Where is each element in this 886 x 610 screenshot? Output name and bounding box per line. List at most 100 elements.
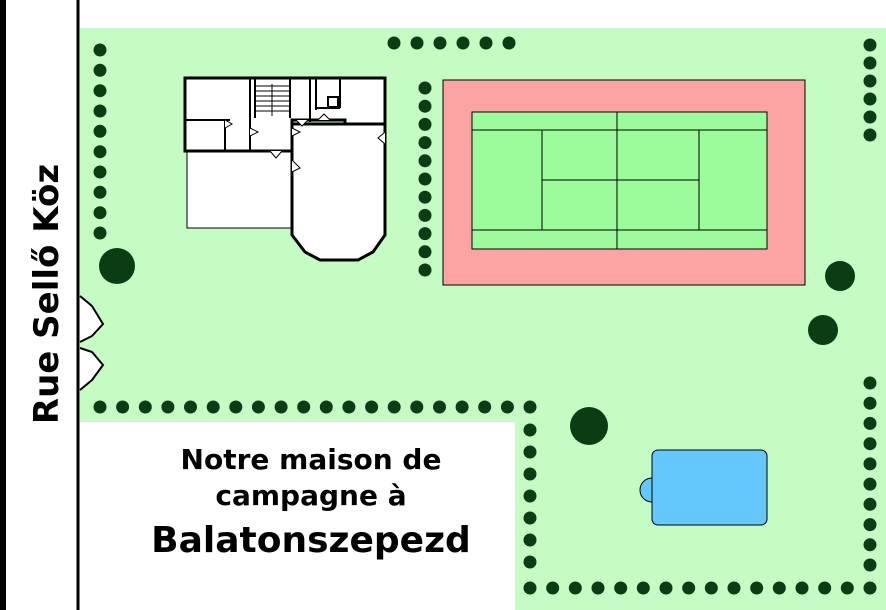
hedge-bush-icon [523, 423, 537, 437]
hedge-bush-icon [93, 104, 107, 118]
hedge-bush-icon [523, 400, 537, 414]
hedge-bush-icon [418, 227, 432, 241]
hedge-bush-icon [319, 400, 333, 414]
hedge-bush-icon [523, 445, 537, 459]
hedge-bush-icon [727, 581, 741, 595]
hedge-bush-icon [863, 74, 877, 88]
hedge-bush-icon [418, 81, 432, 95]
hedge-bush-icon [418, 263, 432, 277]
hedge-bush-icon [523, 581, 537, 595]
hedge-bush-icon [229, 400, 243, 414]
hedge-bush-icon [523, 489, 537, 503]
hedge-bush-icon [418, 172, 432, 186]
hedge-bush-icon [138, 400, 152, 414]
hedge-bush-icon [523, 511, 537, 525]
hedge-bush-icon [455, 400, 469, 414]
hedge-bush-icon [93, 84, 107, 98]
hedge-bush-icon [387, 36, 401, 50]
street-label: Rue Sellő Köz [27, 164, 67, 424]
hedge-bush-icon [418, 154, 432, 168]
hedge-bush-icon [591, 581, 605, 595]
hedge-bush-icon [93, 43, 107, 57]
hedge-bush-icon [433, 400, 446, 414]
hedge-bush-icon [418, 245, 432, 259]
hedge-bush-icon [418, 208, 432, 222]
hedge-bush-icon [863, 38, 877, 52]
hedge-bush-icon [251, 400, 265, 414]
hedge-bush-icon [418, 117, 432, 131]
hedge-bush-icon [274, 400, 288, 414]
gate-icon [79, 295, 105, 343]
hedge-bush-icon [502, 36, 516, 50]
caption-line-2: campagne à [215, 479, 406, 512]
hedge-bush-icon [772, 581, 786, 595]
house-floorplan-icon [183, 76, 387, 262]
hedge-bush-icon [863, 558, 877, 572]
tree-icon [825, 261, 855, 291]
hedge-bush-icon [93, 165, 107, 179]
hedge-bush-icon [184, 400, 197, 414]
hedge-bush-icon [116, 400, 130, 414]
hedge-bush-icon [523, 467, 537, 481]
hedge-bush-icon [704, 581, 718, 595]
hedge-bush-icon [93, 185, 107, 199]
hedge-bush-icon [297, 400, 311, 414]
hedge-bush-icon [818, 581, 832, 595]
hedge-bush-icon [418, 190, 432, 204]
hedge-bush-icon [863, 518, 877, 532]
hedge-bush-icon [795, 581, 809, 595]
hedge-bush-icon [568, 581, 582, 595]
hedge-bush-icon [863, 457, 877, 471]
hedge-bush-icon [433, 36, 447, 50]
hedge-bush-icon [93, 63, 107, 77]
hedge-bush-icon [410, 400, 424, 414]
hedge-bush-icon [93, 145, 107, 159]
hedge-bush-icon [456, 36, 470, 50]
hedge-bush-icon [863, 396, 877, 410]
hedge-bush-icon [682, 581, 696, 595]
swimming-pool-icon [639, 449, 768, 526]
caption-line-1: Notre maison de [181, 443, 442, 476]
hedge-bush-icon [750, 581, 764, 595]
hedge-bush-icon [863, 416, 877, 430]
hedge-bush-icon [93, 226, 107, 240]
hedge-bush-icon [479, 36, 493, 50]
hedge-bush-icon [863, 92, 877, 106]
hedge-bush-icon [840, 581, 854, 595]
hedge-bush-icon [863, 581, 877, 595]
hedge-bush-icon [523, 533, 537, 547]
hedge-bush-icon [863, 538, 877, 552]
hedge-bush-icon [342, 400, 356, 414]
hedge-bush-icon [614, 581, 628, 595]
hedge-bush-icon [659, 581, 673, 595]
hedge-bush-icon [206, 400, 220, 414]
hedge-bush-icon [418, 99, 432, 113]
tree-icon [99, 248, 135, 284]
gate-icon [79, 347, 105, 391]
caption-place: Balatonszepezd [151, 520, 471, 561]
hedge-bush-icon [863, 497, 877, 511]
hedge-bush-icon [523, 555, 537, 569]
hedge-bush-icon [863, 128, 877, 142]
hedge-bush-icon [500, 400, 514, 414]
tree-icon [570, 407, 608, 445]
hedge-bush-icon [93, 124, 107, 138]
hedge-bush-icon [410, 36, 424, 50]
hedge-bush-icon [365, 400, 379, 414]
hedge-bush-icon [863, 56, 877, 70]
tennis-court-icon [442, 79, 806, 286]
hedge-bush-icon [546, 581, 560, 595]
hedge-bush-icon [478, 400, 492, 414]
hedge-bush-icon [93, 206, 107, 220]
hedge-bush-icon [863, 477, 877, 491]
hedge-bush-icon [161, 400, 175, 414]
hedge-bush-icon [93, 400, 107, 414]
hedge-bush-icon [418, 136, 432, 150]
hedge-bush-icon [636, 581, 650, 595]
hedge-bush-icon [863, 437, 877, 451]
hedge-bush-icon [863, 110, 877, 124]
hedge-row-group [93, 36, 877, 595]
hedge-bush-icon [863, 376, 877, 390]
tree-icon [808, 315, 838, 345]
